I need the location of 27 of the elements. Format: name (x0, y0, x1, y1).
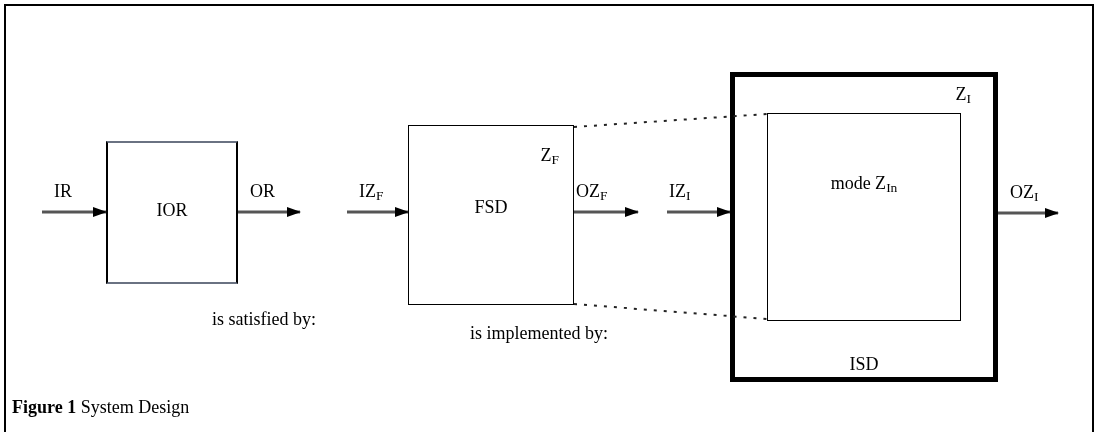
arrow (574, 207, 639, 217)
arrow (238, 207, 301, 217)
edge-label: IZ$_{F}$ (359, 182, 384, 200)
node-label: mode Z$_{In}$ (829, 172, 899, 195)
annotation-text: is satisfied by: (212, 308, 316, 331)
node-label: ISD (848, 352, 880, 375)
inner-box (767, 113, 961, 321)
arrow (998, 208, 1059, 218)
edge-label: IR (54, 182, 72, 200)
node-label: Z$_{F}$ (540, 144, 559, 167)
figure-caption: Figure 1 System Design (12, 396, 190, 419)
edge-label: OR (250, 182, 275, 200)
arrow (347, 207, 409, 217)
edge-label: OZ$_{I}$ (1010, 183, 1039, 201)
dotted-line (573, 113, 768, 128)
arrow (42, 207, 107, 217)
node-label: Z$_{I}$ (955, 83, 971, 106)
process-box (106, 141, 238, 284)
edge-label: OZ$_{F}$ (576, 182, 608, 200)
node-label: IOR (155, 199, 189, 222)
arrow (667, 207, 731, 217)
process-box (408, 125, 574, 305)
outer-box (730, 72, 998, 382)
edge-label: IZ$_{I}$ (669, 182, 691, 200)
node-label: FSD (473, 196, 509, 219)
annotation-text: is implemented by: (470, 322, 608, 345)
dotted-line (573, 303, 768, 320)
